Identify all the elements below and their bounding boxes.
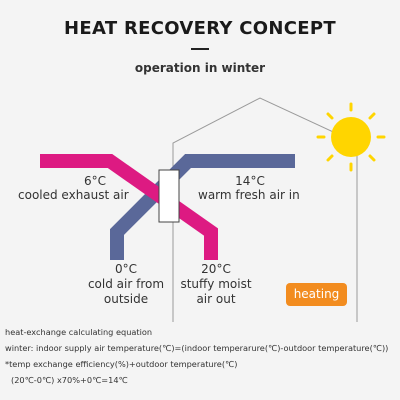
outside-desc-label-2: outside	[103, 292, 149, 306]
fresh-desc-label: warm fresh air in	[198, 188, 300, 202]
fresh-temp-label: 14°C	[235, 174, 265, 188]
exhaust-temp-label: 6°C	[83, 174, 106, 188]
exhaust-desc-label: cooled exhaust air	[18, 188, 129, 202]
equation-heading: heat-exchange calculating equation	[5, 327, 153, 337]
equation-line-winter: winter: indoor supply air temperature(℃)…	[5, 343, 389, 353]
page-subtitle: operation in winter	[134, 61, 266, 75]
heating-badge: heating	[286, 283, 347, 306]
fresh-air-duct	[110, 154, 295, 260]
equation-line-example: (20℃-0℃) x70%+0℃=14℃	[11, 375, 128, 385]
equation-line-efficiency: *temp exchange efficiency(%)+outdoor tem…	[5, 359, 238, 369]
stuffy-temp-label: 20°C	[201, 262, 231, 276]
title-divider	[191, 48, 209, 50]
stuffy-desc-label-2: air out	[196, 292, 236, 306]
outside-desc-label-1: cold air from	[87, 277, 165, 291]
page-title: HEAT RECOVERY CONCEPT	[64, 18, 336, 39]
sun-icon	[316, 102, 386, 172]
outside-temp-label: 0°C	[114, 262, 137, 276]
stuffy-desc-label-1: stuffy moist	[180, 277, 252, 291]
heat-exchanger-core	[158, 169, 180, 223]
